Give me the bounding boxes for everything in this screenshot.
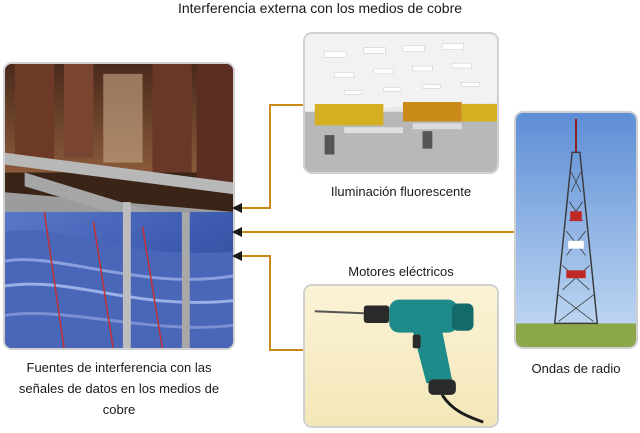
motors-connector-line [240, 255, 303, 351]
cabling-caption: Fuentes de interferencia con las señales… [18, 360, 220, 417]
radio-tower-photo [514, 111, 638, 349]
fluorescent-caption: Iluminación fluorescente [330, 184, 472, 199]
fluorescent-connector-line [240, 104, 303, 209]
radio-caption: Ondas de radio [531, 361, 621, 376]
fluorescent-lighting-photo [303, 32, 499, 174]
electric-drill-photo [303, 284, 499, 428]
cabling-photo [3, 62, 235, 350]
motors-caption: Motores eléctricos [348, 264, 454, 279]
diagram-title: Interferencia externa con los medios de … [177, 0, 463, 16]
